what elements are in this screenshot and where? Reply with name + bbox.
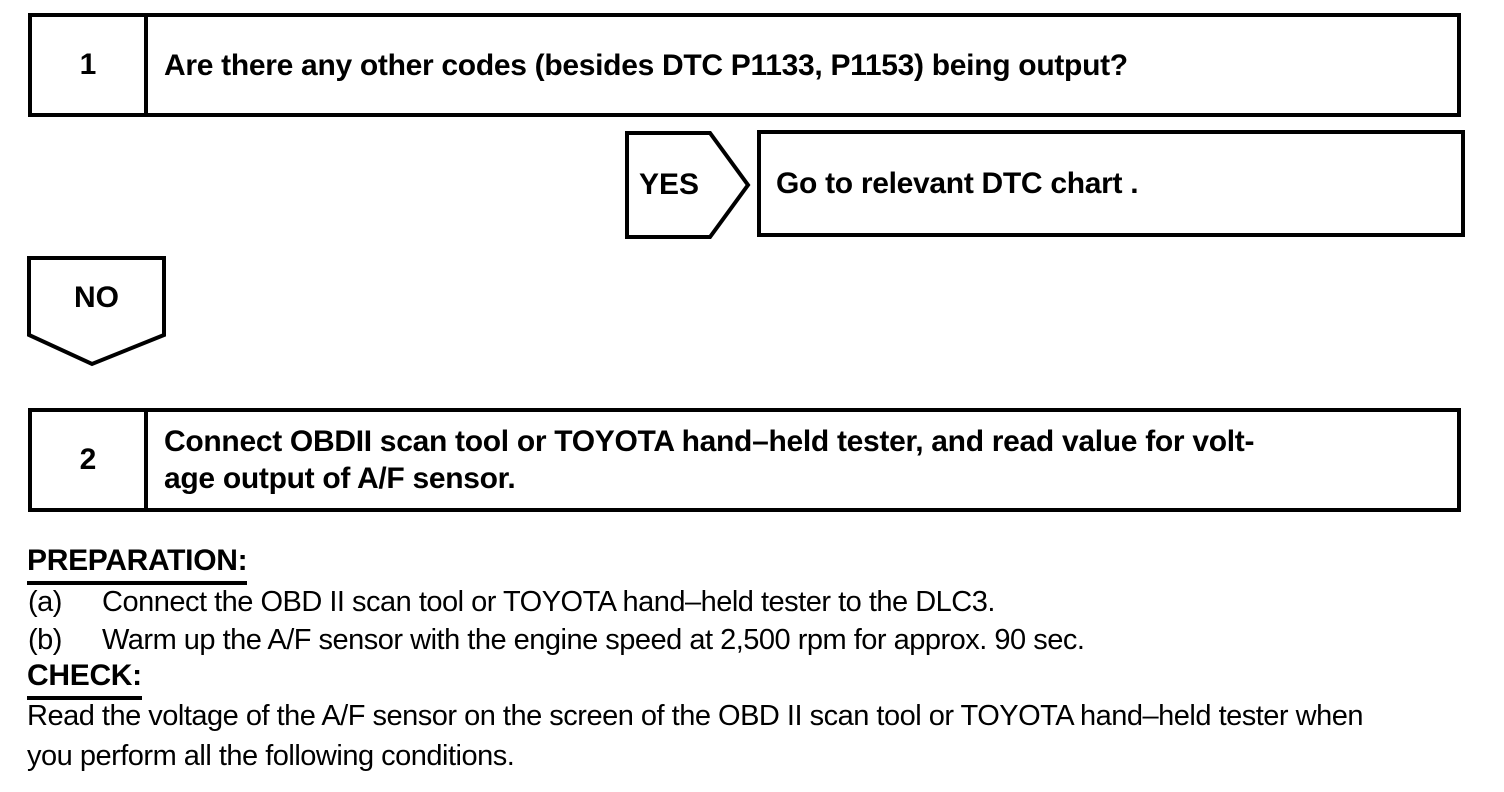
step-1-box: 1 Are there any other codes (besides DTC… xyxy=(28,13,1461,117)
item-b-letter: (b) xyxy=(28,624,62,656)
step-1-number: 1 xyxy=(32,17,148,113)
no-arrow-icon xyxy=(27,256,166,367)
no-connector-shape: NO xyxy=(26,256,167,368)
yes-connector-shape: YES xyxy=(625,130,751,240)
preparation-item-a: (a) Connect the OBD II scan tool or TOYO… xyxy=(28,586,995,619)
yes-result-text: Go to relevant DTC chart . xyxy=(776,166,1139,200)
step-2-text-line-1: Connect OBDII scan tool or TOYOTA hand–h… xyxy=(164,425,1255,458)
preparation-item-b: (b) Warm up the A/F sensor with the engi… xyxy=(28,624,1085,657)
check-body-line-2: you perform all the following conditions… xyxy=(27,740,515,772)
step-2-box: 2 Connect OBDII scan tool or TOYOTA hand… xyxy=(28,408,1461,512)
preparation-heading: PREPARATION: xyxy=(27,544,248,585)
step-1-question: Are there any other codes (besides DTC P… xyxy=(164,48,1128,82)
step-2-text-line-2: age output of A/F sensor. xyxy=(164,462,516,495)
no-label: NO xyxy=(74,280,119,314)
step-2-number: 2 xyxy=(32,412,148,508)
item-a-letter: (a) xyxy=(28,586,62,618)
item-b-text: Warm up the A/F sensor with the engine s… xyxy=(102,624,1085,656)
yes-arrow-icon xyxy=(625,131,751,239)
yes-label: YES xyxy=(638,168,700,201)
item-a-text: Connect the OBD II scan tool or TOYOTA h… xyxy=(102,586,995,618)
check-heading: CHECK: xyxy=(27,659,142,700)
check-body-line-1: Read the voltage of the A/F sensor on th… xyxy=(27,700,1363,732)
yes-result-box: Go to relevant DTC chart . xyxy=(757,130,1465,237)
